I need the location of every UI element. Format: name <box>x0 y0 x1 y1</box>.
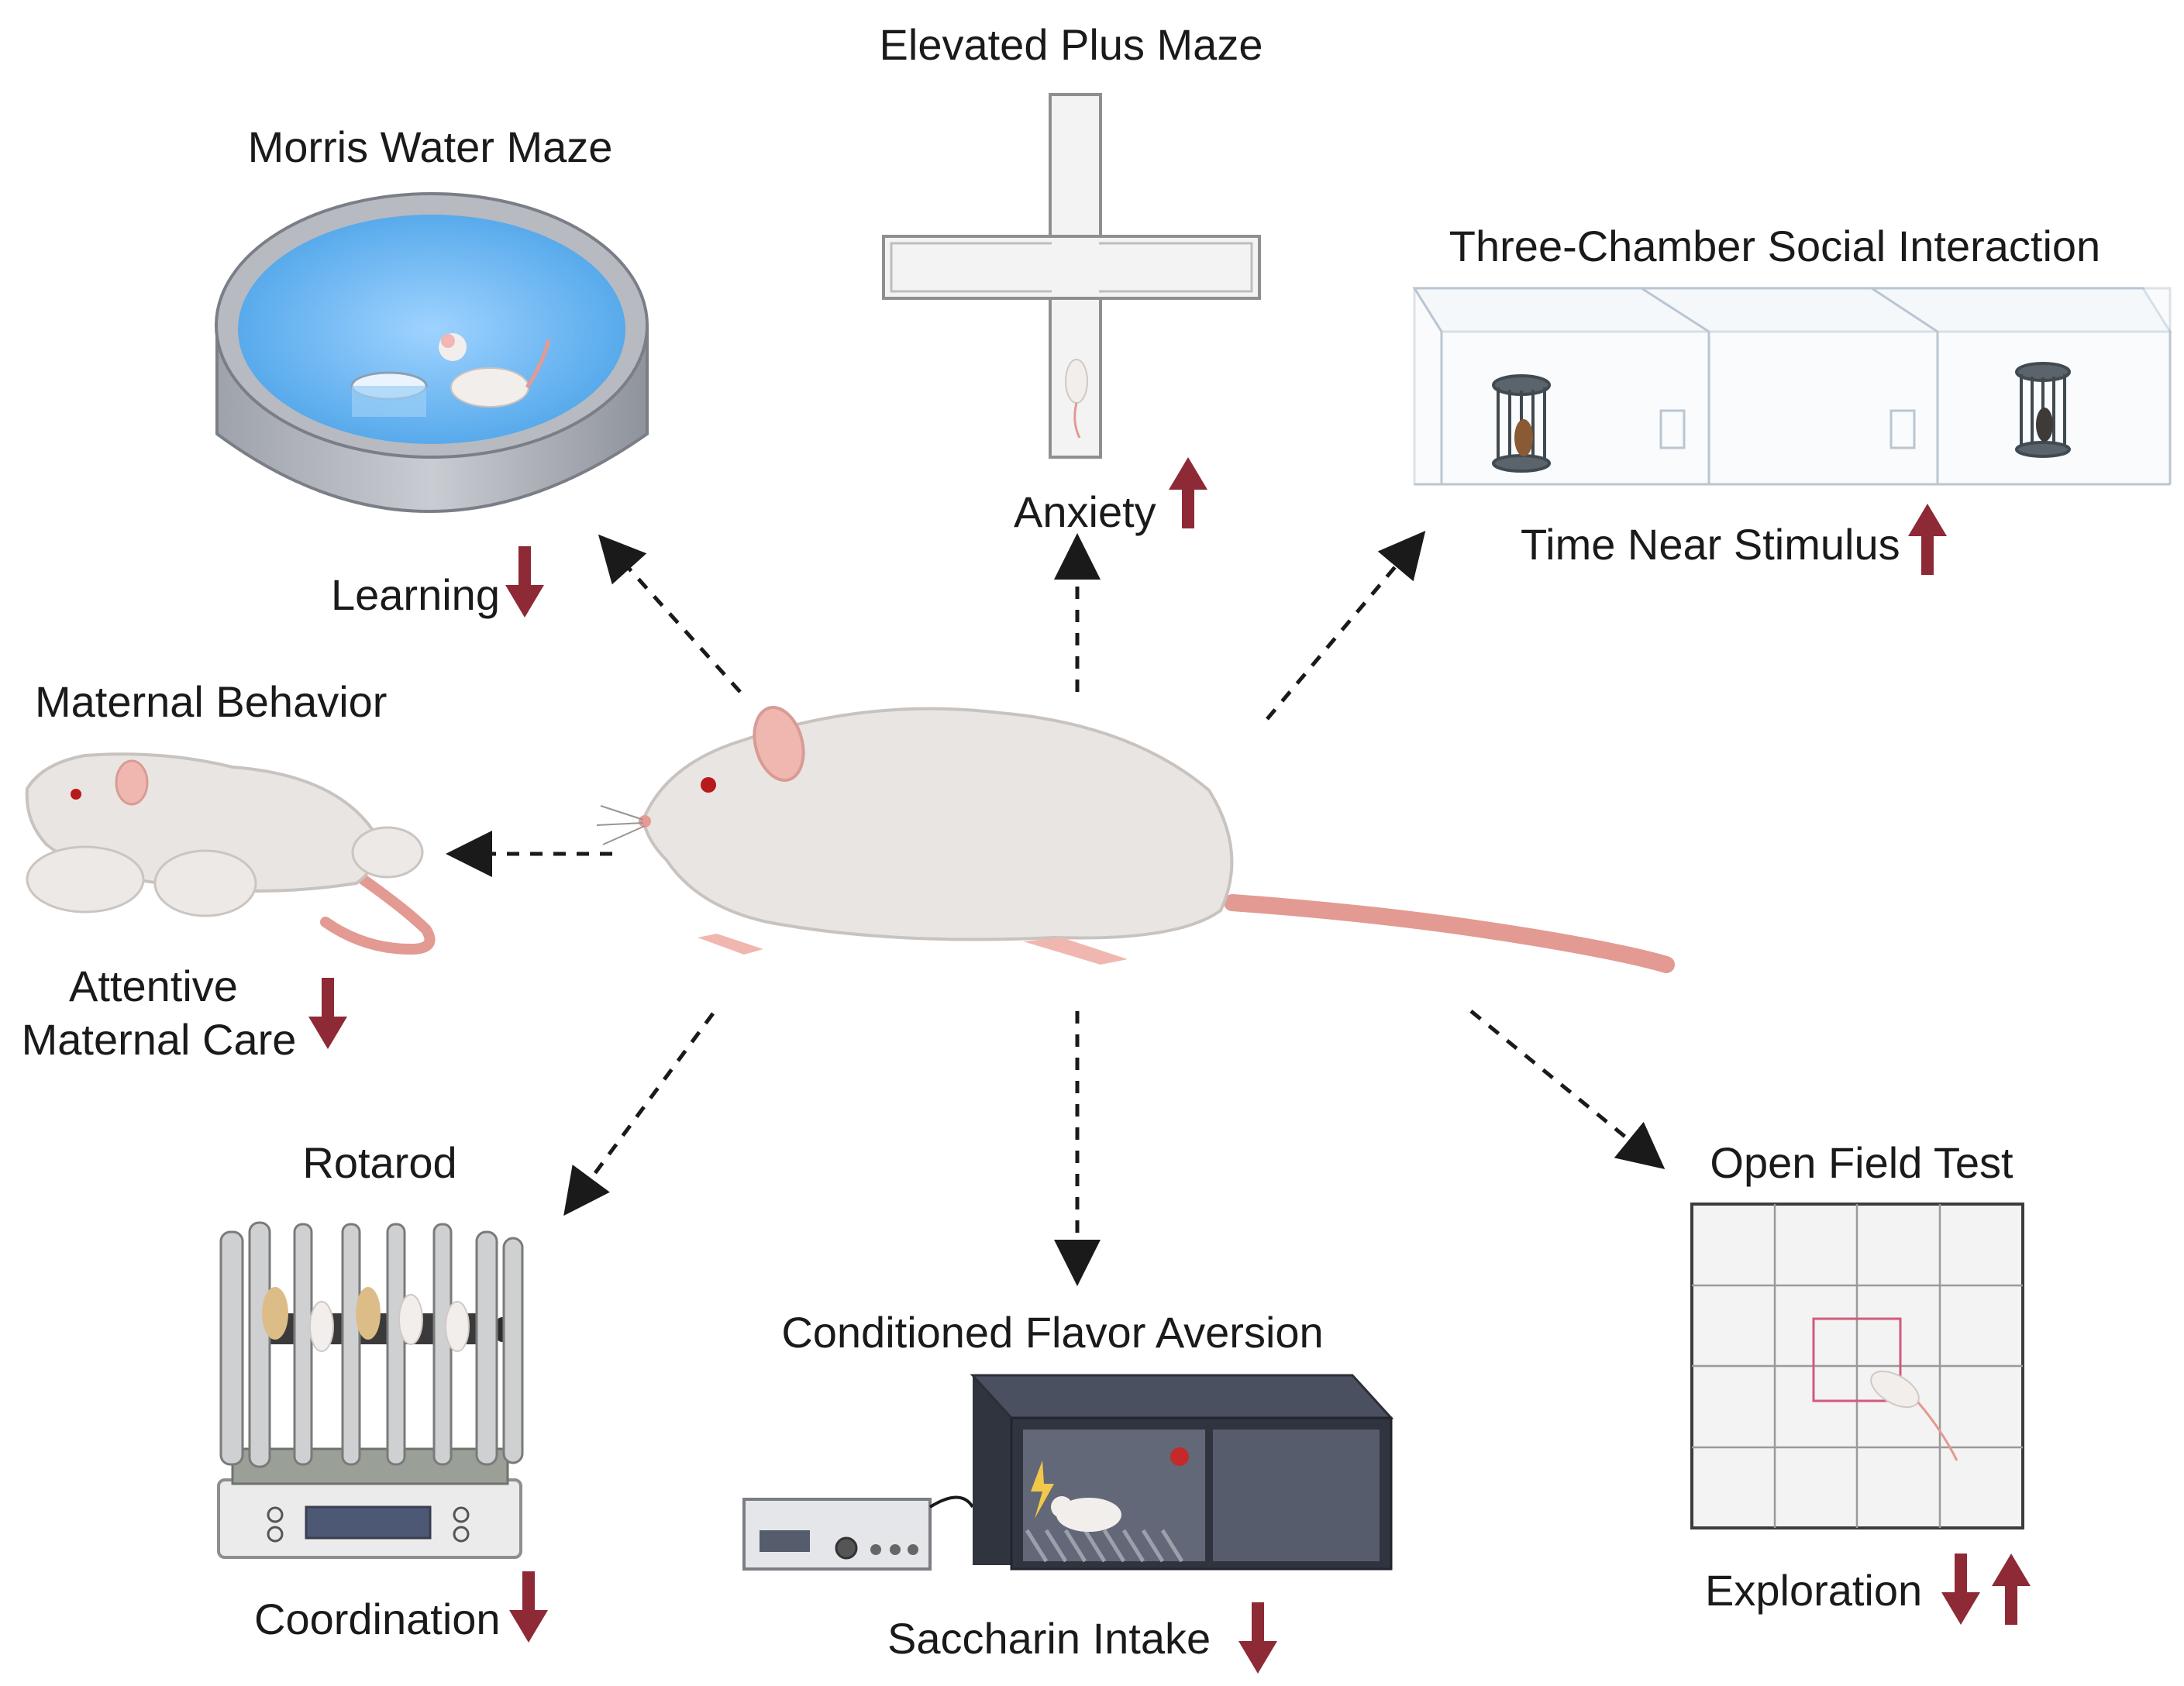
connector-arrows <box>446 531 1666 1286</box>
exploration-up-arrow-icon <box>1992 1554 2031 1625</box>
title-elevated-plus-maze: Elevated Plus Maze <box>879 20 1263 69</box>
outcome-learning: Learning <box>331 570 500 619</box>
arrow-to-water-maze <box>598 534 742 693</box>
outcome-time-near-stimulus: Time Near Stimulus <box>1521 520 1900 569</box>
title-three-chamber: Three-Chamber Social Interaction <box>1449 222 2101 270</box>
exploration-down-arrow-icon <box>1941 1554 1980 1625</box>
three-chamber-box-icon <box>1412 287 2172 486</box>
time-near-stimulus-up-arrow-icon <box>1908 504 1947 575</box>
title-conditioned-flavor-aversion: Conditioned Flavor Aversion <box>781 1308 1324 1357</box>
outcome-coordination: Coordination <box>254 1595 501 1643</box>
arrow-to-three-chamber <box>1266 531 1426 721</box>
outcome-anxiety: Anxiety <box>1014 487 1156 536</box>
title-open-field-test: Open Field Test <box>1710 1138 2013 1187</box>
shock-box-icon <box>742 1374 1394 1571</box>
outcome-attentive: Attentive <box>69 962 238 1010</box>
title-rotarod: Rotarod <box>302 1138 457 1187</box>
arrow-to-rotarod <box>563 1012 715 1216</box>
saccharin-down-arrow-icon <box>1238 1602 1277 1674</box>
coordination-down-arrow-icon <box>509 1571 548 1643</box>
title-maternal-behavior: Maternal Behavior <box>35 677 388 726</box>
maternal-care-down-arrow-icon <box>308 978 347 1049</box>
arrow-to-open-field <box>1469 1010 1666 1169</box>
plus-maze-icon <box>882 93 1261 459</box>
learning-down-arrow-icon <box>505 546 544 618</box>
rat-icon <box>596 705 1675 973</box>
maternal-rat-icon <box>25 752 436 955</box>
outcome-saccharin-intake: Saccharin Intake <box>887 1614 1211 1663</box>
anxiety-up-arrow-icon <box>1169 457 1207 528</box>
open-field-grid-icon <box>1690 1203 2024 1529</box>
rotarod-apparatus-icon <box>217 1221 524 1559</box>
outcome-exploration: Exploration <box>1705 1566 1923 1615</box>
outcome-maternal-care: Maternal Care <box>21 1015 297 1064</box>
water-maze-icon <box>215 192 649 513</box>
title-morris-water-maze: Morris Water Maze <box>247 122 613 171</box>
